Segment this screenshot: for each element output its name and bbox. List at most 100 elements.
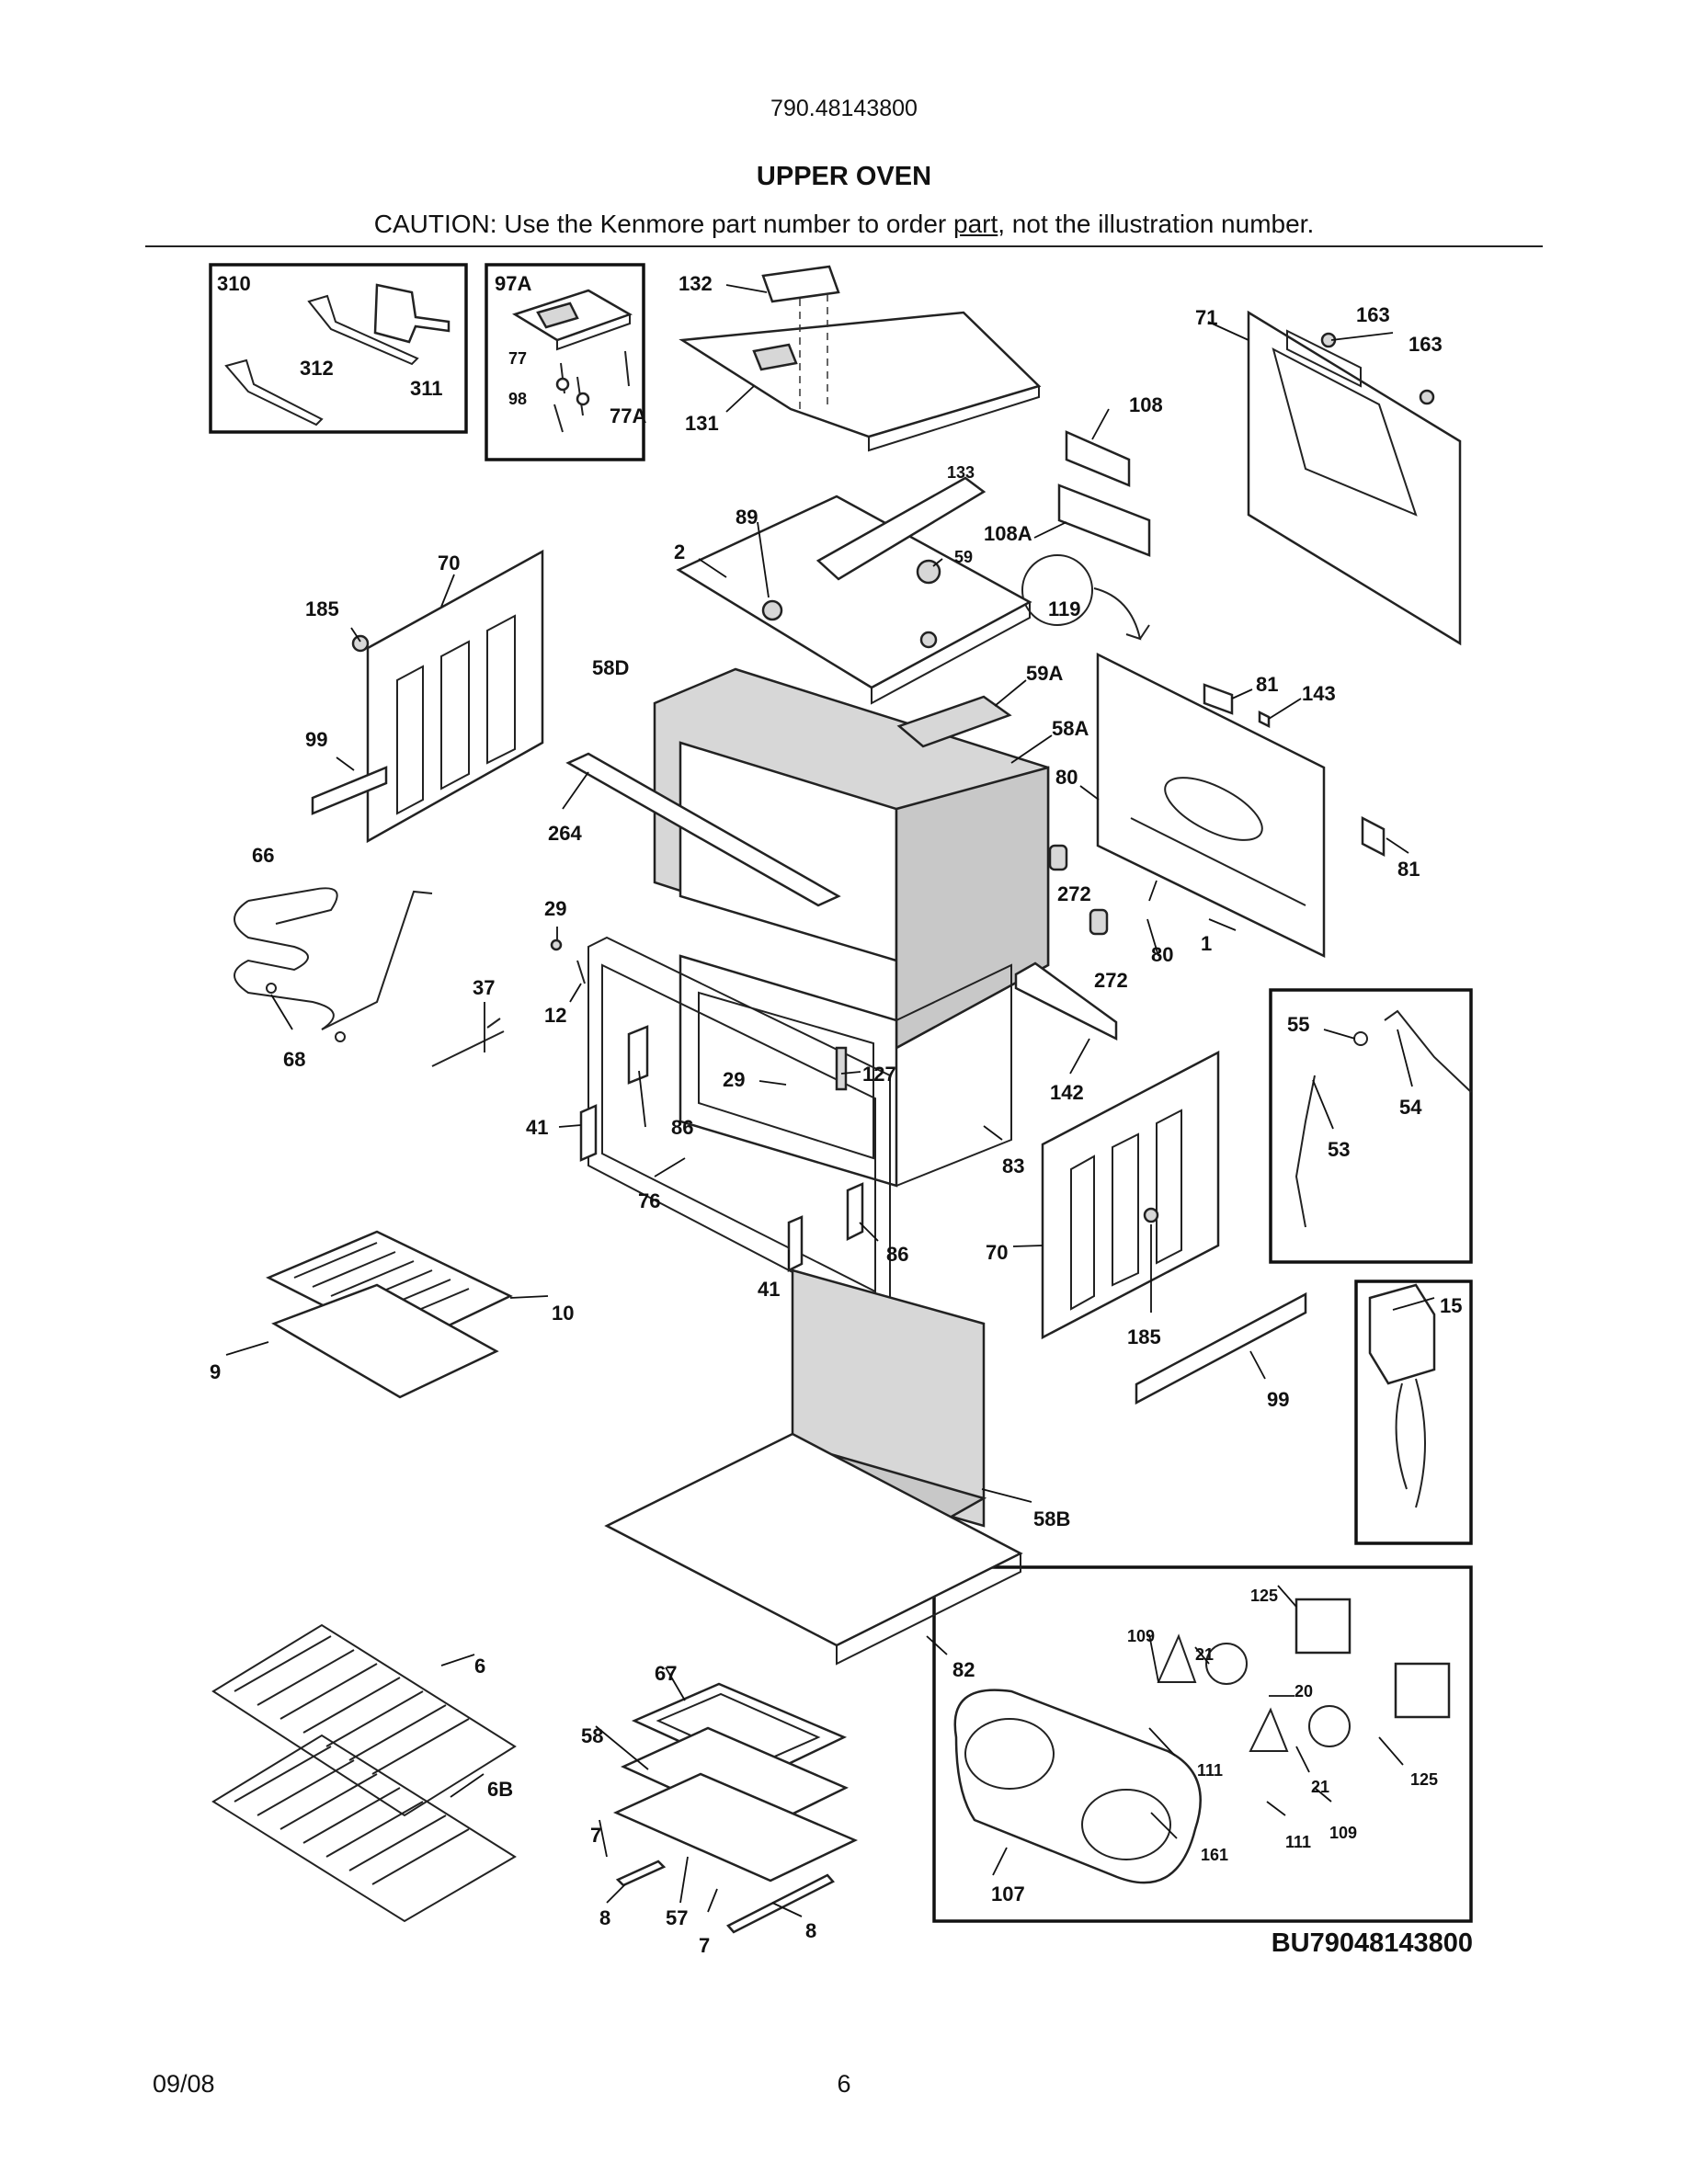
bracket-68 bbox=[266, 983, 277, 994]
callout-10: 10 bbox=[552, 1302, 574, 1325]
bracket-41 bbox=[579, 1104, 598, 1162]
bracket-41b bbox=[787, 1215, 804, 1273]
inset-box-97a bbox=[485, 263, 645, 461]
side-panel-70-right bbox=[1041, 1050, 1220, 1340]
sensor-127 bbox=[835, 1046, 848, 1091]
side-panel-1 bbox=[1096, 652, 1326, 959]
callout-12: 12 bbox=[544, 1004, 566, 1027]
callout-98: 98 bbox=[508, 390, 527, 408]
callout-143: 143 bbox=[1302, 682, 1336, 705]
callout-133: 133 bbox=[947, 463, 975, 482]
callout-119: 119 bbox=[1048, 597, 1081, 620]
callout-107: 107 bbox=[991, 1883, 1025, 1905]
callout-272: 272 bbox=[1057, 882, 1091, 905]
callout-108: 108 bbox=[1129, 393, 1163, 416]
diagram-code: BU79048143800 bbox=[1271, 1928, 1473, 1958]
leader-lines bbox=[225, 284, 1435, 1917]
page-number: 6 bbox=[837, 2070, 851, 2098]
callout-21-b: 21 bbox=[1311, 1778, 1329, 1796]
caution-link[interactable]: part bbox=[953, 210, 998, 238]
convection-fan-assembly bbox=[953, 1598, 1451, 1884]
callout-125: 125 bbox=[1250, 1587, 1278, 1605]
detail-arrow bbox=[1093, 587, 1150, 641]
footer-date: 09/08 bbox=[153, 2070, 215, 2098]
callout-77: 77 bbox=[508, 349, 527, 368]
clip-81b bbox=[1361, 815, 1386, 858]
cover-plate-132 bbox=[761, 265, 840, 303]
cover-57 bbox=[612, 1772, 859, 1883]
inset-box-convection-fan bbox=[932, 1565, 1473, 1923]
callout-41: 41 bbox=[526, 1116, 548, 1139]
page-title: UPPER OVEN bbox=[756, 162, 932, 191]
hinge-108 bbox=[1065, 430, 1131, 487]
pan-9 bbox=[271, 1283, 499, 1399]
callout-99: 99 bbox=[305, 728, 327, 751]
callout-127: 127 bbox=[862, 1063, 896, 1086]
callout-53: 53 bbox=[1328, 1138, 1350, 1161]
callout-70: 70 bbox=[438, 552, 460, 574]
callout-86-b: 86 bbox=[886, 1243, 908, 1266]
callout-111: 111 bbox=[1197, 1761, 1223, 1780]
top-panel-131 bbox=[679, 311, 1042, 452]
callout-58a: 58A bbox=[1052, 717, 1089, 740]
grommet-185 bbox=[351, 634, 370, 653]
rail-99-left bbox=[311, 766, 388, 815]
spacer-272b bbox=[1089, 908, 1109, 936]
bracket-8 bbox=[615, 1860, 667, 1887]
grommet-185b bbox=[1143, 1207, 1159, 1223]
callout-59: 59 bbox=[954, 548, 973, 566]
detail-circle-119 bbox=[1021, 554, 1093, 626]
callout-71: 71 bbox=[1195, 306, 1217, 329]
callout-58d: 58D bbox=[592, 656, 629, 679]
inset-310-parts bbox=[224, 283, 451, 427]
callout-81: 81 bbox=[1256, 673, 1278, 696]
callout-67: 67 bbox=[655, 1662, 677, 1685]
callout-310: 310 bbox=[217, 272, 251, 295]
callout-185-b: 185 bbox=[1127, 1325, 1161, 1348]
trim-264 bbox=[565, 752, 841, 907]
callout-311: 311 bbox=[410, 377, 443, 400]
caution-text: CAUTION: Use the Kenmore part number to … bbox=[373, 210, 953, 238]
callout-76: 76 bbox=[638, 1189, 660, 1212]
bracket-108a bbox=[1057, 483, 1151, 557]
callout-81-b: 81 bbox=[1397, 858, 1420, 881]
hinge-86b bbox=[846, 1182, 864, 1242]
hinge-86 bbox=[627, 1025, 649, 1085]
callout-312: 312 bbox=[300, 357, 334, 380]
oven-cavity bbox=[653, 667, 1050, 1188]
trim-142 bbox=[1014, 961, 1118, 1041]
callout-21: 21 bbox=[1195, 1645, 1214, 1664]
callout-142: 142 bbox=[1050, 1081, 1084, 1104]
back-panel-71 bbox=[1247, 310, 1462, 646]
callout-66: 66 bbox=[252, 844, 274, 867]
callout-109-b: 109 bbox=[1329, 1824, 1357, 1842]
callout-108a: 108A bbox=[984, 522, 1032, 545]
callout-125-b: 125 bbox=[1410, 1770, 1438, 1789]
callout-57: 57 bbox=[666, 1906, 688, 1929]
callout-29-b: 29 bbox=[723, 1068, 745, 1091]
callout-131: 131 bbox=[685, 412, 719, 435]
callout-9: 9 bbox=[210, 1360, 221, 1383]
callout-6b: 6B bbox=[487, 1778, 513, 1801]
callout-264: 264 bbox=[548, 822, 582, 845]
spacer-272 bbox=[1048, 844, 1068, 871]
control-board-97a bbox=[512, 289, 633, 433]
oven-rack-6 bbox=[211, 1623, 517, 1817]
callout-86: 86 bbox=[671, 1116, 693, 1139]
callout-111-b: 111 bbox=[1285, 1833, 1311, 1851]
callout-20: 20 bbox=[1295, 1682, 1313, 1701]
callout-55: 55 bbox=[1287, 1013, 1309, 1036]
callout-68: 68 bbox=[283, 1048, 305, 1071]
callout-labels: 310 312 311 97A 77 98 77A 132 131 163 16… bbox=[210, 272, 1462, 1957]
callout-99-b: 99 bbox=[1267, 1388, 1289, 1411]
bracket-68b bbox=[335, 1031, 346, 1042]
callout-109: 109 bbox=[1127, 1627, 1155, 1645]
callout-8: 8 bbox=[599, 1906, 610, 1929]
callout-6: 6 bbox=[474, 1655, 485, 1678]
vent-133 bbox=[815, 476, 987, 581]
callout-29: 29 bbox=[544, 897, 566, 920]
callout-58: 58 bbox=[581, 1724, 603, 1747]
callout-37: 37 bbox=[473, 976, 495, 999]
callout-89: 89 bbox=[736, 506, 758, 529]
